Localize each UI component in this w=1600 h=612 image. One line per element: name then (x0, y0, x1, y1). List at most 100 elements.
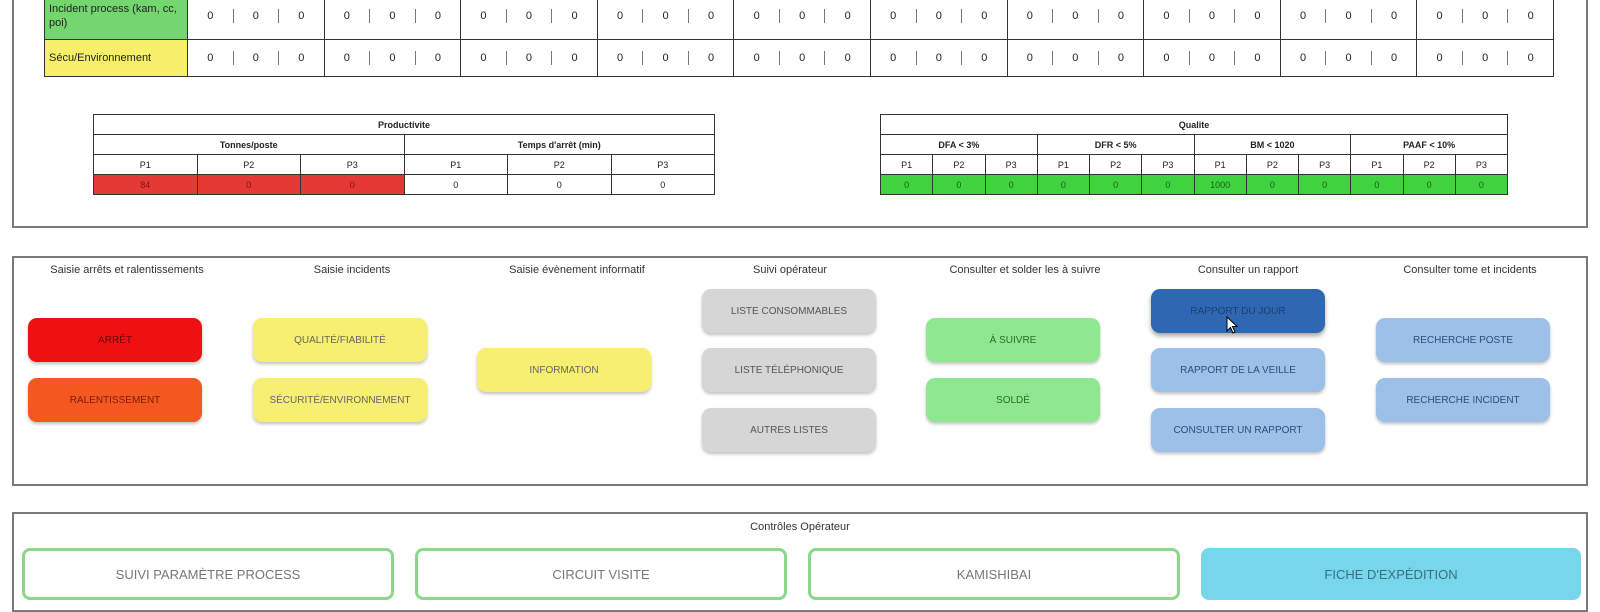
post-header: P1 (1350, 154, 1404, 175)
kpi-value: 0 (1141, 174, 1195, 195)
liste-consommables-button[interactable]: Liste consommables (702, 289, 876, 333)
col-title-a-suivre: Consulter et solder les à suivre (949, 264, 1101, 276)
kpi-value: 0 (507, 174, 612, 195)
qualite-fiabilite-button[interactable]: Qualité/Fiabilité (253, 318, 427, 362)
recherche-incident-button[interactable]: Recherche incident (1376, 378, 1550, 422)
liste-telephonique-button[interactable]: Liste téléphonique (702, 348, 876, 392)
autres-listes-button[interactable]: Autres listes (702, 408, 876, 452)
post-header: P2 (932, 154, 986, 175)
fiche-expedition-button[interactable]: Fiche d'expédition (1201, 548, 1581, 600)
ralentissement-button[interactable]: Ralentissement (28, 378, 202, 422)
row-label-incident-process: Incident process (kam, cc, poi) (44, 0, 188, 40)
post-header: P3 (984, 154, 1038, 175)
group-header: Temps d'arrêt (min) (403, 134, 715, 155)
controles-title: Contrôles Opérateur (750, 521, 850, 533)
kpi-value: 0 (1402, 174, 1456, 195)
kamishibai-button[interactable]: Kamishibai (808, 548, 1180, 600)
col-title-suivi-operateur: Suivi opérateur (753, 264, 827, 276)
group-header: Tonnes/poste (93, 134, 405, 155)
kpi-value: 0 (879, 174, 934, 195)
col-title-arrets: Saisie arrêts et ralentissements (50, 264, 204, 276)
kpi-value: 0 (300, 174, 405, 195)
suivi-parametre-process-button[interactable]: Suivi paramètre process (22, 548, 394, 600)
arret-button[interactable]: Arrêt (28, 318, 202, 362)
kpi-value: 0 (196, 174, 301, 195)
group-header: PAAF < 10% (1350, 134, 1508, 155)
kpi-value: 84 (93, 174, 198, 195)
post-header: P3 (300, 154, 405, 175)
col-title-evenement: Saisie évènement informatif (509, 264, 645, 276)
consulter-un-rapport-button[interactable]: Consulter un rapport (1151, 408, 1325, 452)
kpi-value: 0 (610, 174, 715, 195)
productivite-title: Productivite (93, 114, 715, 135)
kpi-value: 0 (1350, 174, 1404, 195)
kpi-value: 0 (1297, 174, 1352, 195)
post-header: P2 (1088, 154, 1143, 175)
a-suivre-button[interactable]: À suivre (926, 318, 1100, 362)
col-title-rapport: Consulter un rapport (1197, 264, 1299, 276)
rapport-du-jour-button[interactable]: Rapport du jour (1151, 289, 1325, 333)
post-header: P1 (1193, 154, 1247, 175)
circuit-visite-button[interactable]: Circuit visite (415, 548, 787, 600)
post-header: P1 (879, 154, 934, 175)
post-header: P3 (1141, 154, 1195, 175)
post-header: P1 (1036, 154, 1091, 175)
kpi-value: 0 (1036, 174, 1091, 195)
recherche-poste-button[interactable]: Recherche Poste (1376, 318, 1550, 362)
post-header: P1 (403, 154, 508, 175)
mouse-cursor-icon (1226, 316, 1238, 334)
group-header: BM < 1020 (1193, 134, 1352, 155)
post-header: P2 (507, 154, 612, 175)
securite-environnement-button[interactable]: Sécurité/Environnement (253, 378, 427, 422)
post-header: P2 (196, 154, 301, 175)
post-header: P3 (610, 154, 715, 175)
kpi-value: 0 (1245, 174, 1300, 195)
post-header: P2 (1402, 154, 1456, 175)
kpi-value: 0 (1088, 174, 1143, 195)
solde-button[interactable]: Soldé (926, 378, 1100, 422)
group-header: DFA < 3% (880, 134, 1038, 155)
kpi-value: 0 (1454, 174, 1509, 195)
row-label-securite-environnement: Sécu/Environnement (44, 39, 188, 77)
col-title-recherche: Consulter tome et incidents (1403, 264, 1537, 276)
dashboard-panel (12, 0, 1588, 228)
qualite-table: Qualite DFA < 3% DFR < 5% BM < 1020 PAAF… (879, 114, 1509, 195)
information-button[interactable]: Information (477, 348, 651, 392)
kpi-value: 1000 (1193, 174, 1247, 195)
kpi-value: 0 (984, 174, 1038, 195)
kpi-value: 0 (932, 174, 986, 195)
col-title-incidents: Saisie incidents (313, 264, 391, 276)
productivite-table: Productivite Tonnes/poste Temps d'arrêt … (93, 114, 715, 195)
post-header: P1 (93, 154, 198, 175)
kpi-value: 0 (403, 174, 508, 195)
actions-panel (12, 256, 1588, 486)
qualite-title: Qualite (880, 114, 1508, 135)
post-header: P3 (1297, 154, 1352, 175)
post-header: P3 (1454, 154, 1509, 175)
rapport-de-la-veille-button[interactable]: Rapport de la veille (1151, 348, 1325, 392)
group-header: DFR < 5% (1036, 134, 1195, 155)
post-header: P2 (1245, 154, 1300, 175)
